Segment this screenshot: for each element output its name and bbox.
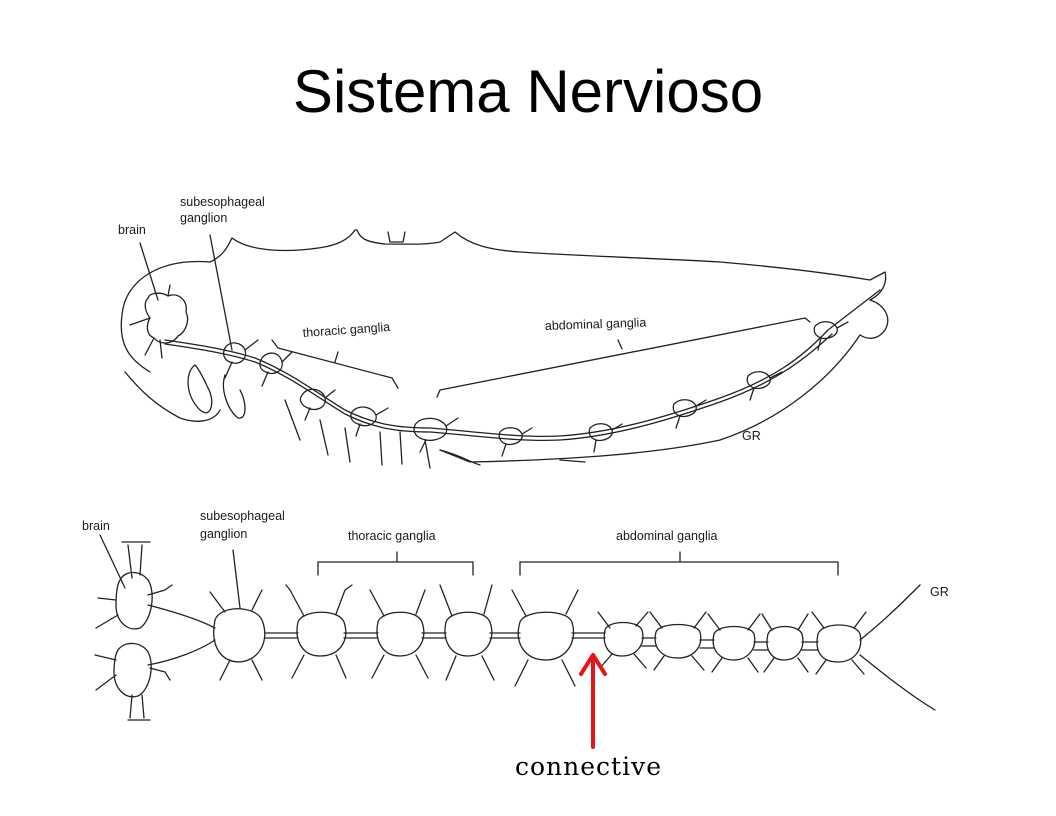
ganglion-top-t1	[259, 352, 283, 375]
ganglion-top-a5	[746, 371, 771, 390]
ganglion-bottom-a6	[816, 624, 862, 663]
abdominal-bracket-bottom	[519, 551, 839, 576]
label-abdominal-bottom: abdominal ganglia	[616, 529, 718, 543]
brain-nerves-top	[129, 284, 171, 359]
thoracic-bracket-bottom	[317, 551, 474, 576]
subesophageal-leader-top	[209, 234, 233, 351]
label-subesophageal-line1-bottom: subesophageal	[200, 509, 285, 523]
ganglion-top-a2	[498, 427, 523, 446]
nerve-cord-top	[164, 289, 881, 438]
dorsal-notch	[387, 231, 406, 243]
subesophageal-leader-bottom	[232, 549, 241, 609]
abdomen-lower-outline	[439, 449, 586, 466]
ganglia-branches-top-thorax	[224, 339, 389, 437]
abdominal-bracket-top	[436, 317, 811, 398]
ganglion-bottom-a1	[517, 611, 575, 661]
ganglion-bottom-t3	[444, 611, 493, 657]
ganglion-bottom-a2	[603, 621, 644, 657]
bottom-figure-ventral-view	[94, 534, 936, 721]
ganglion-top-a3	[588, 423, 613, 442]
ganglion-top-a6	[813, 321, 838, 340]
ganglion-bottom-t2	[376, 611, 425, 657]
ganglia-branches-bottom	[209, 584, 867, 687]
label-abdominal-top: abdominal ganglia	[545, 315, 647, 333]
ganglion-bottom-a5	[766, 625, 804, 661]
bottom-figure-labels: brain subesophageal ganglion thoracic ga…	[82, 509, 949, 599]
signature-bottom: GR	[930, 585, 949, 599]
brain-leader-top	[139, 242, 159, 301]
label-brain-top: brain	[118, 223, 146, 237]
ganglion-top-a1	[413, 417, 448, 442]
signature-top: GR	[742, 429, 761, 443]
ganglion-top-t2	[299, 388, 326, 411]
connective-arrow-head	[579, 653, 607, 676]
head-outline	[120, 260, 221, 422]
body-dorsal-outline	[209, 229, 889, 339]
brain-leader-bottom	[99, 534, 126, 589]
brain-nerves-bottom	[94, 584, 173, 691]
label-brain-bottom: brain	[82, 519, 110, 533]
top-figure-lateral-view	[120, 229, 889, 469]
slide-title: Sistema Nervioso	[292, 58, 764, 125]
nerve-cord-bottom	[164, 333, 833, 442]
brain-lobe-lower	[113, 642, 152, 698]
brain-stalks	[121, 541, 151, 721]
label-subesophageal-line2-top: ganglion	[180, 211, 227, 225]
body-ventral-outline	[439, 334, 861, 463]
label-thoracic-top: thoracic ganglia	[302, 320, 390, 340]
leg-stumps	[284, 399, 431, 469]
ventral-cord-upper	[147, 584, 921, 643]
ventral-cord-lower	[147, 637, 936, 711]
label-subesophageal-line2-bottom: ganglion	[200, 527, 247, 541]
ganglion-top-t3	[350, 406, 377, 427]
ganglion-top-a4	[672, 399, 697, 418]
ganglion-bottom-a3	[654, 623, 702, 659]
ganglion-bottom-sub	[213, 608, 266, 663]
brain-top	[144, 292, 189, 344]
mouthparts-outline	[187, 364, 246, 419]
thoracic-bracket-top	[271, 339, 399, 389]
label-thoracic-bottom: thoracic ganglia	[348, 529, 436, 543]
ganglion-bottom-a4	[712, 625, 756, 661]
ganglion-bottom-t1	[296, 611, 347, 657]
ganglion-top-sub	[223, 342, 247, 364]
connective-label: connective	[515, 752, 663, 781]
ganglia-branches-top-abdomen	[419, 321, 849, 457]
top-figure-labels: brain subesophageal ganglion thoracic ga…	[118, 195, 761, 443]
connective-arrow	[579, 653, 607, 749]
label-subesophageal-line1-top: subesophageal	[180, 195, 265, 209]
